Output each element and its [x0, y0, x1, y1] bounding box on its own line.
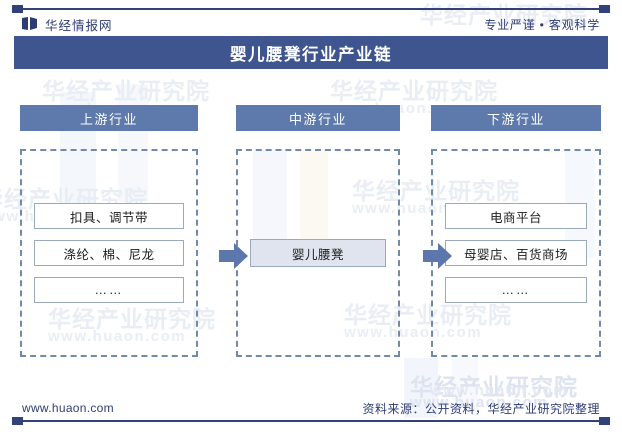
chart-title-bar: 婴儿腰凳行业产业链	[14, 36, 608, 69]
column-upstream: 上游行业 扣具、调节带 涤纶、棉、尼龙 ……	[20, 105, 198, 357]
footer-bar: www.huaon.com 资料来源：公开资料，华经产业研究院整理	[0, 398, 622, 418]
column-header-midstream: 中游行业	[236, 105, 400, 131]
column-header-upstream: 上游行业	[20, 105, 198, 131]
node-label: ……	[94, 283, 124, 297]
node-item: 母婴店、百货商场	[445, 240, 587, 266]
column-header-label: 上游行业	[79, 111, 138, 127]
brand-slogan: 专业严谨 • 客观科学	[484, 17, 600, 32]
column-header-label: 中游行业	[288, 111, 347, 127]
top-divider	[12, 5, 610, 13]
brand-block: 华经情报网	[22, 15, 113, 34]
node-item-more: ……	[445, 277, 587, 303]
node-label: 电商平台	[489, 210, 542, 225]
arrow-right-icon	[219, 243, 248, 269]
arrow-right-icon	[423, 243, 452, 269]
column-header-downstream: 下游行业	[431, 105, 601, 131]
node-label: 涤纶、棉、尼龙	[63, 247, 155, 262]
header-bar: 华经情报网 专业严谨 • 客观科学	[0, 12, 622, 36]
column-body-midstream: 婴儿腰凳	[236, 149, 400, 357]
footer-source: 资料来源：公开资料，华经产业研究院整理	[362, 401, 600, 416]
node-label: ……	[501, 283, 531, 297]
node-item: 电商平台	[445, 203, 587, 229]
brand-name: 华经情报网	[45, 18, 113, 33]
watermark-cn: 华经产业研究院	[42, 78, 210, 104]
node-label: 母婴店、百货商场	[463, 247, 568, 262]
node-label: 婴儿腰凳	[291, 247, 344, 262]
watermark-cn: 华经产业研究院	[330, 78, 498, 104]
footer-url[interactable]: www.huaon.com	[22, 401, 114, 415]
watermark-en: www.huaon.com	[430, 382, 569, 399]
industry-chain-body: 上游行业 扣具、调节带 涤纶、棉、尼龙 …… 中游行业 婴儿腰	[14, 105, 608, 380]
node-label: 扣具、调节带	[69, 210, 148, 225]
page-title: 婴儿腰凳行业产业链	[230, 45, 392, 64]
node-item: 婴儿腰凳	[250, 239, 386, 267]
column-header-label: 下游行业	[486, 111, 545, 127]
column-midstream: 中游行业 婴儿腰凳	[236, 105, 400, 357]
book-logo-icon	[22, 17, 37, 30]
node-item: 扣具、调节带	[34, 203, 184, 229]
node-item: 涤纶、棉、尼龙	[34, 240, 184, 266]
column-body-upstream: 扣具、调节带 涤纶、棉、尼龙 ……	[20, 149, 198, 357]
column-body-downstream: 电商平台 母婴店、百货商场 ……	[431, 149, 601, 357]
bottom-divider	[12, 417, 610, 425]
node-item-more: ……	[34, 277, 184, 303]
column-downstream: 下游行业 电商平台 母婴店、百货商场 ……	[431, 105, 601, 357]
